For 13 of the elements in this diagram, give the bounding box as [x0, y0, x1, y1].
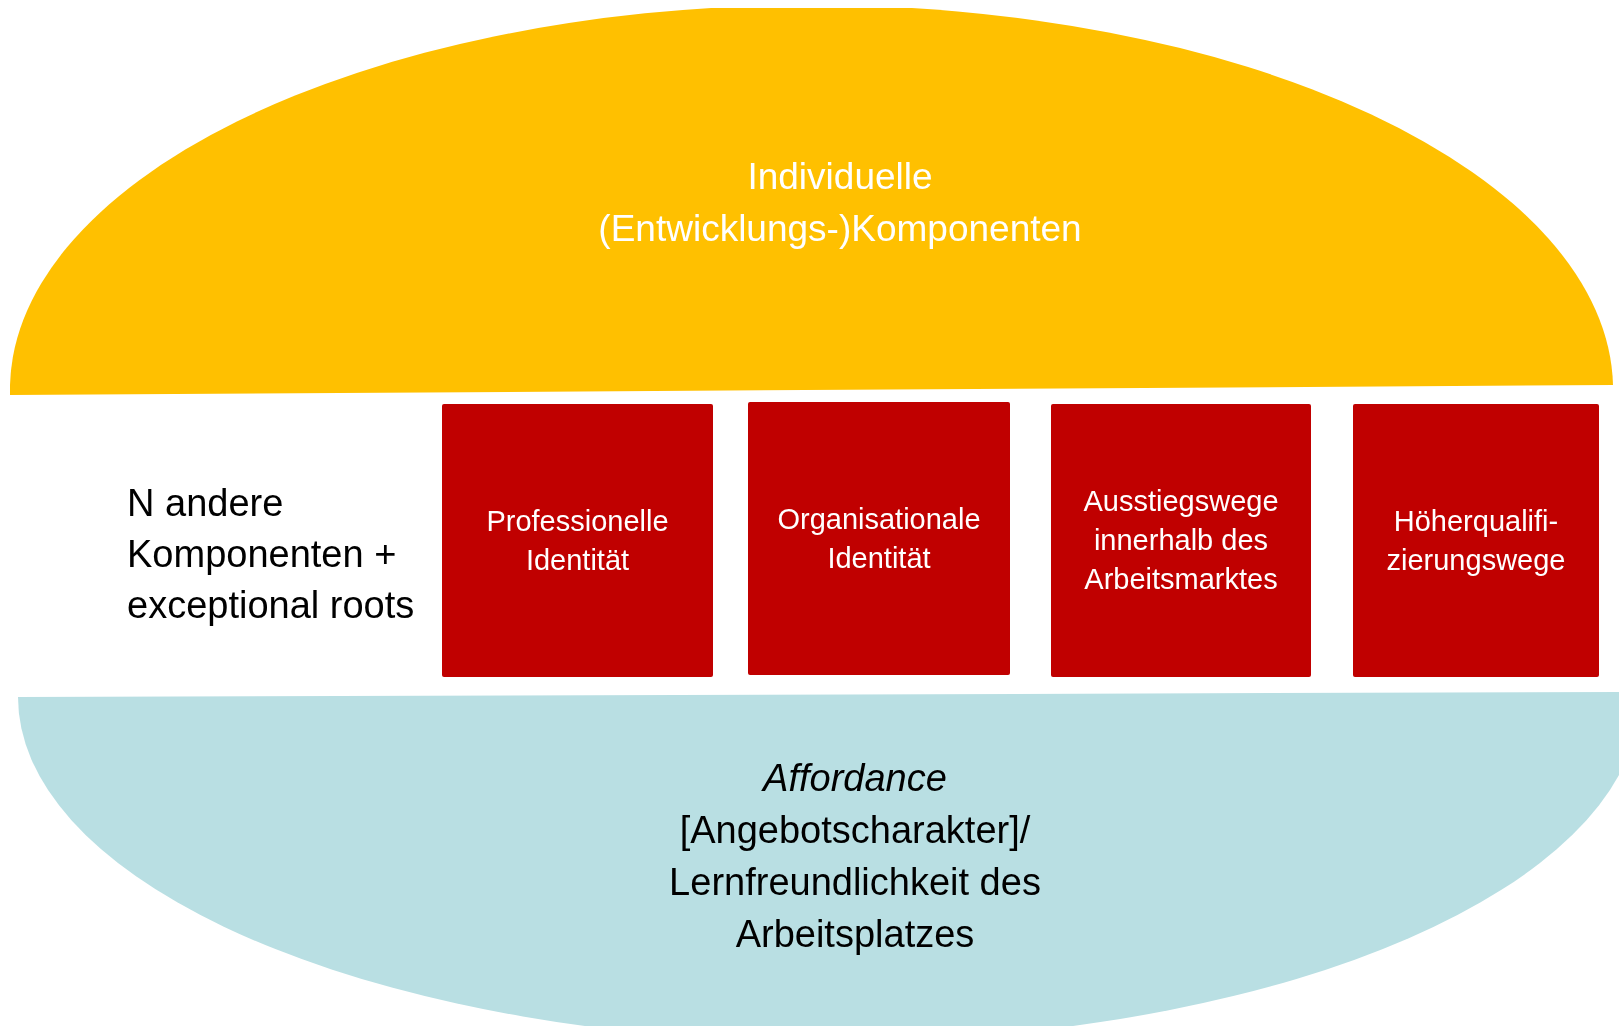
side-note: N andere Komponenten + exceptional roots	[127, 481, 416, 628]
component-label: Ausstiegswege innerhalb des Arbeitsmarktes	[1082, 484, 1280, 597]
half-ellipse-band	[10, 8, 1613, 395]
band-label: Affordance [Angebotscharakter]/ Lernfreundlichkeit des Arbeitsplatzes	[668, 756, 1042, 957]
half-ellipse-band	[18, 692, 1619, 1026]
component-box	[1051, 404, 1311, 677]
band-label: Individuelle (Entwicklungs-)Komponenten	[597, 155, 1083, 251]
component-label: Höherqualifi- zierungswege	[1385, 503, 1567, 578]
component-label: Organisationale Identität	[776, 501, 982, 576]
component-box	[748, 402, 1010, 675]
component-box	[1353, 404, 1599, 677]
component-box	[442, 404, 713, 677]
component-label: Professionelle Identität	[485, 503, 670, 578]
